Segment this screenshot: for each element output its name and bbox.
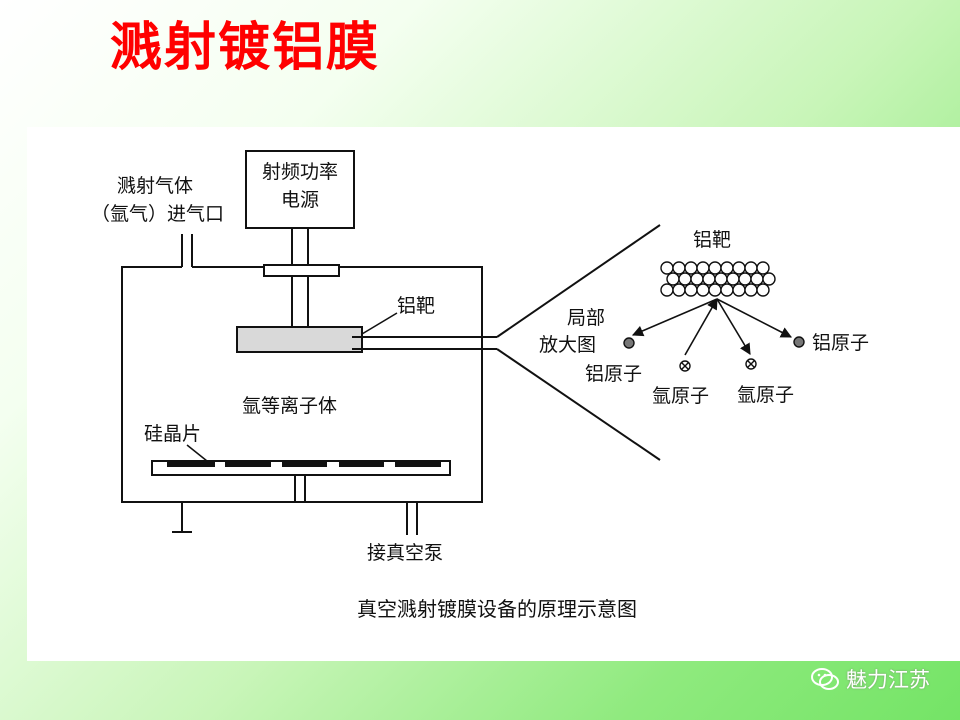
rf-power-box	[245, 150, 355, 229]
zoom-fan-lower	[496, 348, 661, 461]
al-atom-left-label: 铝原子	[585, 363, 643, 385]
argon-plasma-label: 氩等离子体	[242, 395, 338, 417]
silicon-wafer	[167, 461, 215, 467]
silicon-wafer	[339, 461, 384, 467]
silicon-wafer	[395, 461, 441, 467]
collision-arrows	[631, 298, 792, 356]
gas-inlet-label-line2: （氩气）进气口	[91, 203, 225, 225]
watermark: 魅力江苏	[810, 664, 930, 694]
gas-inlet-label-line1: 溅射气体	[117, 175, 194, 197]
diagram-panel: 溅射气体 （氩气）进气口 射频功率 电源 铝靶 氩等离子体 硅晶片 接真空泵 局…	[27, 127, 960, 661]
ar-atom-1-label: 氩原子	[652, 385, 710, 407]
al-atom-right-label: 铝原子	[812, 332, 870, 354]
target-leader	[361, 312, 398, 335]
zoom-fan-upper	[496, 224, 661, 338]
slide-title: 溅射镀铝膜	[110, 18, 381, 78]
zoom-al-target-label: 铝靶	[693, 229, 732, 251]
wechat-icon	[811, 668, 839, 690]
vacuum-pump-label: 接真空泵	[367, 542, 444, 564]
al-target-label: 铝靶	[397, 295, 436, 317]
local-zoom-label-line1: 局部	[567, 307, 606, 329]
sputtering-diagram	[121, 150, 805, 535]
target-lattice	[660, 261, 776, 297]
ar-atom-2-label: 氩原子	[737, 384, 795, 406]
rf-power-label-line2: 电源	[280, 189, 319, 211]
chamber-wall	[121, 266, 483, 503]
silicon-wafer	[225, 461, 271, 467]
rf-power-label-line1: 射频功率	[261, 161, 338, 183]
chamber-flange	[263, 264, 340, 277]
al-atom-right	[793, 336, 805, 348]
silicon-wafer	[282, 461, 327, 467]
al-atom-left	[623, 337, 635, 349]
silicon-wafer-label: 硅晶片	[144, 423, 202, 445]
local-zoom-label-line2: 放大图	[539, 334, 597, 356]
aluminum-target	[236, 326, 363, 353]
watermark-text: 魅力江苏	[846, 668, 930, 692]
silicon-wafers	[167, 461, 441, 467]
diagram-caption: 真空溅射镀膜设备的原理示意图	[357, 597, 637, 621]
